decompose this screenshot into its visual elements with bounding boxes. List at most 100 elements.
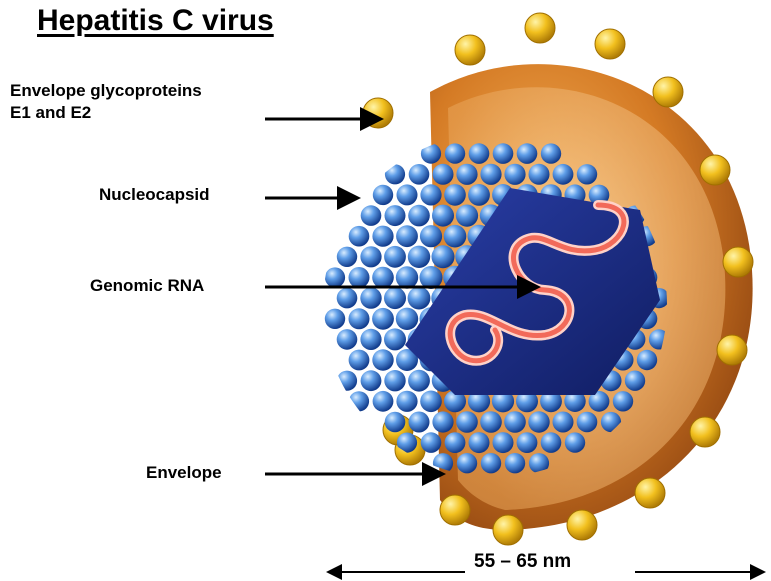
capsid-sphere <box>529 164 550 185</box>
capsid-sphere <box>433 164 454 185</box>
capsid-sphere <box>349 350 370 371</box>
capsid-sphere <box>408 205 430 227</box>
capsid-sphere <box>504 411 526 433</box>
capsid-sphere <box>409 412 430 433</box>
capsid-sphere <box>504 164 525 185</box>
capsid-sphere <box>421 144 441 164</box>
capsid-sphere <box>349 226 370 247</box>
capsid-sphere <box>409 164 430 185</box>
capsid-sphere <box>625 371 645 391</box>
capsid-sphere <box>613 391 633 411</box>
capsid-sphere <box>408 370 430 392</box>
capsid-sphere <box>517 432 538 453</box>
capsid-sphere <box>444 225 467 248</box>
capsid-sphere <box>553 164 574 185</box>
capsid-sphere <box>337 247 357 267</box>
capsid-sphere <box>420 391 442 413</box>
spike-knob <box>595 29 625 59</box>
capsid-sphere <box>325 309 345 329</box>
label-glycoproteins-line1: Envelope glycoproteins <box>10 80 202 102</box>
scale-label: 55 – 65 nm <box>474 551 571 573</box>
spike-knob <box>690 417 720 447</box>
capsid-sphere <box>421 432 442 453</box>
capsid-sphere <box>480 411 502 433</box>
spike-knob <box>567 510 597 540</box>
spike-knob <box>455 35 485 65</box>
label-genomic-rna: Genomic RNA <box>90 275 204 297</box>
label-nucleocapsid: Nucleocapsid <box>99 184 210 206</box>
capsid-sphere <box>408 246 430 268</box>
label-envelope: Envelope <box>146 462 222 484</box>
capsid-sphere <box>397 184 418 205</box>
capsid-sphere <box>565 432 585 452</box>
capsid-sphere <box>373 391 394 412</box>
capsid-sphere <box>541 432 562 453</box>
capsid-sphere <box>372 267 394 289</box>
capsid-sphere <box>541 143 561 163</box>
capsid-sphere <box>349 391 369 411</box>
capsid-sphere <box>493 432 514 453</box>
capsid-sphere <box>361 205 382 226</box>
spike-knob <box>440 495 470 525</box>
label-glycoproteins: Envelope glycoproteins E1 and E2 <box>10 80 202 124</box>
capsid-sphere <box>457 453 477 473</box>
capsid-sphere <box>396 391 417 412</box>
capsid-sphere <box>396 308 418 330</box>
capsid-sphere <box>445 143 465 163</box>
capsid-sphere <box>385 164 405 184</box>
capsid-sphere <box>396 225 418 247</box>
capsid-sphere <box>432 411 453 432</box>
capsid-sphere <box>372 308 394 330</box>
capsid-sphere <box>445 432 466 453</box>
capsid-sphere <box>337 371 357 391</box>
capsid-sphere <box>360 246 381 267</box>
capsid-sphere <box>361 370 382 391</box>
capsid-sphere <box>396 266 418 288</box>
capsid-sphere <box>517 143 538 164</box>
spike-knob <box>525 13 555 43</box>
capsid-sphere <box>456 411 478 433</box>
capsid-sphere <box>372 349 393 370</box>
capsid-sphere <box>577 412 598 433</box>
page-title: Hepatitis C virus <box>37 4 274 38</box>
capsid-sphere <box>420 184 441 205</box>
spike-knob <box>723 247 753 277</box>
spike-knob <box>700 155 730 185</box>
capsid-sphere <box>349 267 370 288</box>
spike-knob <box>635 478 665 508</box>
capsid-sphere <box>469 143 490 164</box>
capsid-sphere <box>408 287 431 310</box>
capsid-sphere <box>432 205 454 227</box>
capsid-sphere <box>384 287 406 309</box>
capsid-sphere <box>637 350 657 370</box>
capsid-sphere <box>420 225 442 247</box>
capsid-sphere <box>528 411 549 432</box>
capsid-sphere <box>553 412 574 433</box>
capsid-sphere <box>444 184 466 206</box>
spike-knob <box>363 98 393 128</box>
capsid-sphere <box>432 245 455 268</box>
capsid-sphere <box>493 143 514 164</box>
capsid-sphere <box>372 226 393 247</box>
label-glycoproteins-line2: E1 and E2 <box>10 102 202 124</box>
capsid-sphere <box>469 432 490 453</box>
capsid-sphere <box>385 205 406 226</box>
capsid-sphere <box>360 287 381 308</box>
capsid-sphere <box>480 164 501 185</box>
capsid-sphere <box>337 288 358 309</box>
capsid-sphere <box>385 412 406 433</box>
capsid-sphere <box>384 370 405 391</box>
capsid-sphere <box>384 246 406 268</box>
capsid-sphere <box>384 328 406 350</box>
capsid-sphere <box>337 329 358 350</box>
capsid-sphere <box>505 453 525 473</box>
spike-knob <box>493 515 523 545</box>
capsid-sphere <box>373 185 393 205</box>
capsid-sphere <box>468 184 490 206</box>
capsid-sphere <box>325 267 345 287</box>
capsid-sphere <box>577 164 597 184</box>
capsid-sphere <box>456 205 478 227</box>
capsid-sphere <box>349 308 370 329</box>
spike-knob <box>653 77 683 107</box>
capsid-sphere <box>456 164 477 185</box>
